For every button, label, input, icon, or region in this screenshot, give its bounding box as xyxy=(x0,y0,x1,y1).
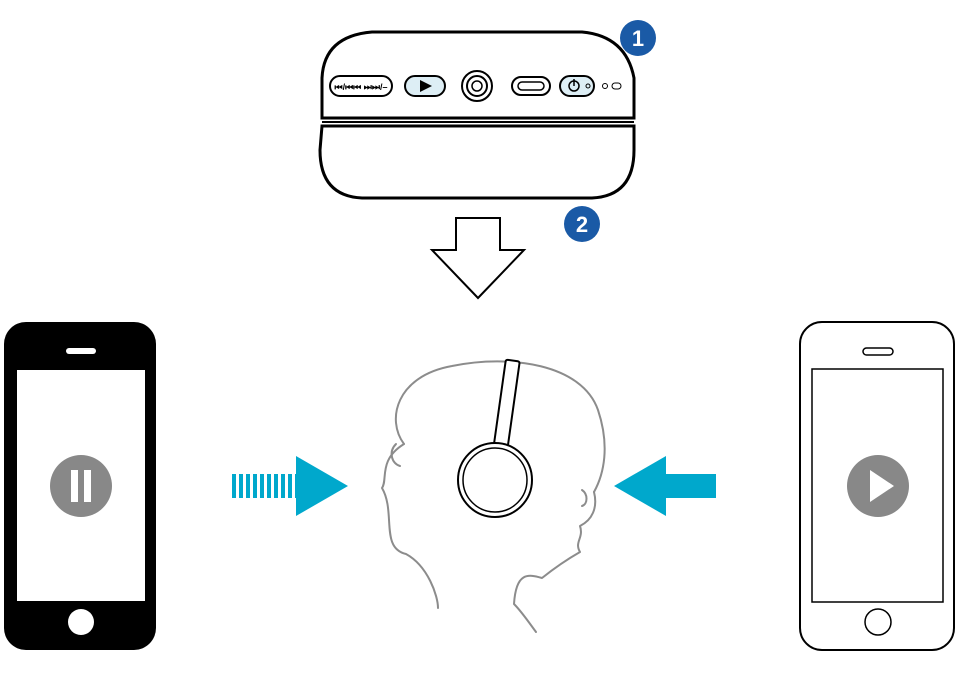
play-icon xyxy=(847,455,909,517)
down-arrow-icon xyxy=(429,217,527,300)
right-smartphone xyxy=(799,321,955,651)
person-head xyxy=(381,360,606,633)
headphones xyxy=(457,358,533,518)
audio-jack[interactable] xyxy=(461,70,493,102)
step-badge-2: 2 xyxy=(564,206,600,242)
play-button[interactable] xyxy=(404,75,446,97)
step-badge-1-label: 1 xyxy=(632,26,644,51)
usb-port[interactable] xyxy=(511,76,551,96)
right-solid-arrow-icon xyxy=(614,456,716,516)
play-button-icon xyxy=(420,80,432,92)
power-button[interactable] xyxy=(559,75,595,97)
headphone-earcup xyxy=(457,442,533,518)
pause-icon xyxy=(50,455,112,517)
prev-next-volume-button[interactable]: ⏮/⏮⏮ ⏭⏭/– xyxy=(329,75,393,97)
prev-next-volume-label: ⏮/⏮⏮ ⏭⏭/– xyxy=(334,82,387,92)
headset-earcup: ⏮/⏮⏮ ⏭⏭/– xyxy=(318,30,636,200)
left-phone-speaker xyxy=(66,348,96,354)
left-dashed-arrow-icon xyxy=(232,456,348,516)
step-badge-2-label: 2 xyxy=(576,212,588,237)
left-smartphone xyxy=(4,322,156,650)
step-badge-1: 1 xyxy=(620,20,656,56)
right-phone-home-button xyxy=(864,608,892,636)
led-indicator xyxy=(602,82,622,90)
earcup-cushion xyxy=(318,124,636,200)
right-phone-speaker xyxy=(862,347,894,356)
left-phone-home-button xyxy=(68,609,94,635)
